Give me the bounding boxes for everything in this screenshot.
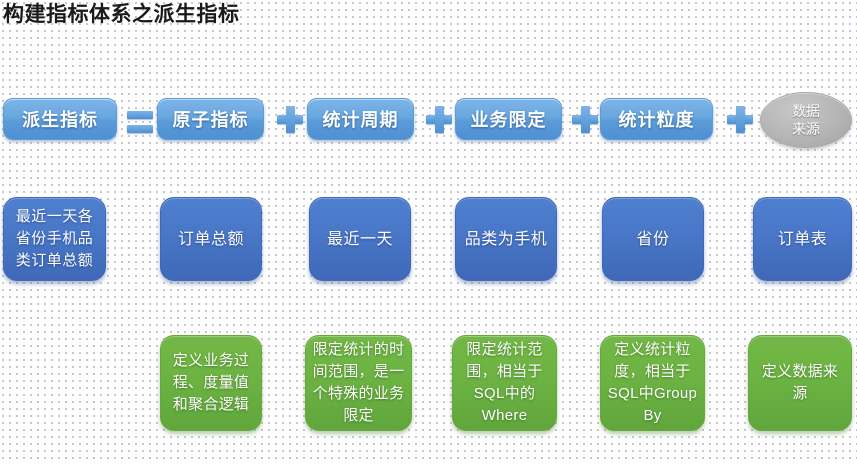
example-item-label: 品类为手机 (464, 230, 548, 248)
definition-item-label: 定义统计粒度，相当于SQL中Group By (607, 341, 698, 424)
formula-item-statistical-granularity[interactable]: 统计粒度 (600, 98, 713, 140)
plus-icon (727, 106, 754, 133)
example-item-statistical-period[interactable]: 最近一天 (309, 197, 411, 281)
definition-item-label: 限定统计的时间范围，是一个特殊的业务限定 (312, 341, 405, 424)
definition-item-label: 限定统计范围，相当于SQL中的Where (466, 341, 543, 424)
equals-icon (127, 105, 153, 139)
formula-item-data-source[interactable]: 数据 来源 (760, 92, 852, 148)
example-item-data-source[interactable]: 订单表 (753, 197, 852, 281)
formula-item-statistical-period[interactable]: 统计周期 (307, 98, 414, 140)
plus-icon (572, 106, 599, 133)
formula-item-derived-metric[interactable]: 派生指标 (3, 98, 117, 140)
formula-item-label: 统计周期 (322, 110, 399, 130)
formula-item-label-line2: 来源 (792, 121, 820, 137)
definition-item-data-source[interactable]: 定义数据来源 (748, 335, 852, 431)
formula-item-label-line1: 数据 (792, 103, 820, 119)
example-item-statistical-granularity[interactable]: 省份 (602, 197, 704, 281)
definition-item-statistical-granularity[interactable]: 定义统计粒度，相当于SQL中Group By (600, 335, 705, 431)
definition-item-label: 定义业务过程、度量值和聚合逻辑 (172, 352, 250, 413)
formula-item-label: 业务限定 (470, 110, 547, 130)
example-item-label: 订单表 (777, 230, 828, 248)
formula-item-business-limit[interactable]: 业务限定 (455, 98, 562, 140)
example-item-label: 省份 (636, 230, 670, 248)
formula-item-label: 原子指标 (172, 110, 249, 130)
formula-item-label: 统计粒度 (618, 110, 695, 130)
formula-item-atomic-metric[interactable]: 原子指标 (157, 98, 264, 140)
page-title: 构建指标体系之派生指标 (3, 3, 240, 26)
example-item-label: 最近一天 (326, 230, 393, 248)
definition-item-atomic-metric[interactable]: 定义业务过程、度量值和聚合逻辑 (160, 335, 262, 431)
definition-item-business-limit[interactable]: 限定统计范围，相当于SQL中的Where (452, 335, 557, 431)
example-item-derived-metric[interactable]: 最近一天各省份手机品类订单总额 (3, 197, 106, 281)
definition-item-statistical-period[interactable]: 限定统计的时间范围，是一个特殊的业务限定 (305, 335, 412, 431)
example-item-label: 最近一天各省份手机品类订单总额 (15, 208, 94, 269)
plus-icon (426, 106, 453, 133)
plus-icon (277, 106, 304, 133)
example-item-label: 订单总额 (177, 230, 244, 248)
formula-item-label: 派生指标 (22, 110, 98, 130)
example-item-business-limit[interactable]: 品类为手机 (455, 197, 557, 281)
example-item-atomic-metric[interactable]: 订单总额 (160, 197, 262, 281)
definition-item-label: 定义数据来源 (761, 363, 839, 402)
